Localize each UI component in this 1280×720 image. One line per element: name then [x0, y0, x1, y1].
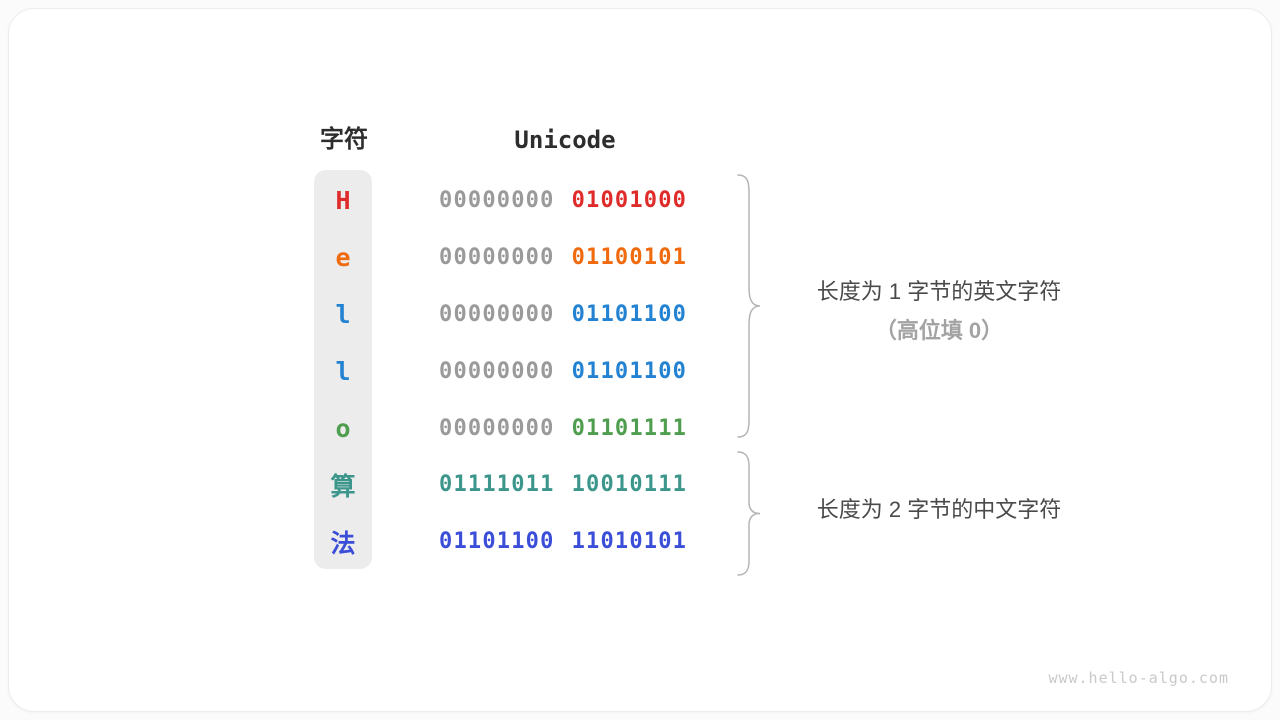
table-row: 法 01101100 11010101: [9, 513, 1280, 570]
high-byte: 01111011: [439, 472, 555, 498]
group-brace-english-chars: [737, 174, 761, 438]
unicode-binary-cell: 00000000 01100101: [439, 229, 687, 286]
unicode-binary-cell: 00000000 01101100: [439, 286, 687, 343]
low-byte: 01001000: [571, 187, 688, 213]
high-byte: 00000000: [439, 301, 555, 327]
unicode-binary-cell: 00000000 01101111: [439, 400, 687, 457]
low-byte: 01101100: [571, 301, 688, 327]
character-cell: H: [335, 185, 351, 215]
character-cell: l: [335, 356, 351, 386]
low-byte: 01100101: [571, 244, 688, 270]
column-header-character: 字符: [320, 126, 368, 153]
low-byte: 01101100: [571, 358, 688, 384]
annotation-chinese-chars: 长度为 2 字节的中文字符: [816, 497, 1062, 522]
diagram-card: 字符 Unicode H 00000000 01001000 e 00000000 011…: [8, 8, 1272, 712]
table-row: H 00000000 01001000: [9, 172, 1280, 229]
column-header-unicode: Unicode: [514, 126, 616, 154]
character-cell: 算: [330, 471, 356, 501]
high-byte: 01101100: [439, 529, 555, 555]
table-row: 算 01111011 10010111: [9, 456, 1280, 513]
table-row: o 00000000 01101111: [9, 400, 1280, 457]
high-byte: 00000000: [439, 415, 555, 441]
character-column-background: [314, 170, 372, 569]
character-cell: l: [335, 299, 351, 329]
low-byte: 10010111: [571, 472, 688, 498]
encoding-table: H 00000000 01001000 e 00000000 01100101 l 00000…: [9, 172, 1280, 570]
annotation-english-line1: 长度为 1 字节的英文字符: [816, 279, 1062, 304]
low-byte: 01101111: [571, 415, 688, 441]
table-row: e 00000000 01100101: [9, 229, 1280, 286]
character-cell: 法: [330, 528, 356, 558]
annotation-english-chars: 长度为 1 字节的英文字符 （高位填 0）: [761, 272, 1117, 350]
character-cell: o: [335, 413, 351, 443]
annotation-english-line2: （高位填 0）: [874, 318, 1004, 343]
table-row: l 00000000 01101100: [9, 286, 1280, 343]
high-byte: 00000000: [439, 187, 555, 213]
unicode-binary-cell: 00000000 01001000: [439, 172, 687, 229]
low-byte: 11010101: [571, 529, 688, 555]
watermark-url: www.hello-algo.com: [1048, 669, 1229, 687]
table-row: l 00000000 01101100: [9, 343, 1280, 400]
unicode-binary-cell: 01101100 11010101: [439, 513, 687, 570]
group-brace-chinese-chars: [737, 451, 761, 576]
character-cell: e: [335, 242, 351, 272]
unicode-binary-cell: 01111011 10010111: [439, 456, 687, 513]
high-byte: 00000000: [439, 244, 555, 270]
unicode-binary-cell: 00000000 01101100: [439, 343, 687, 400]
high-byte: 00000000: [439, 358, 555, 384]
